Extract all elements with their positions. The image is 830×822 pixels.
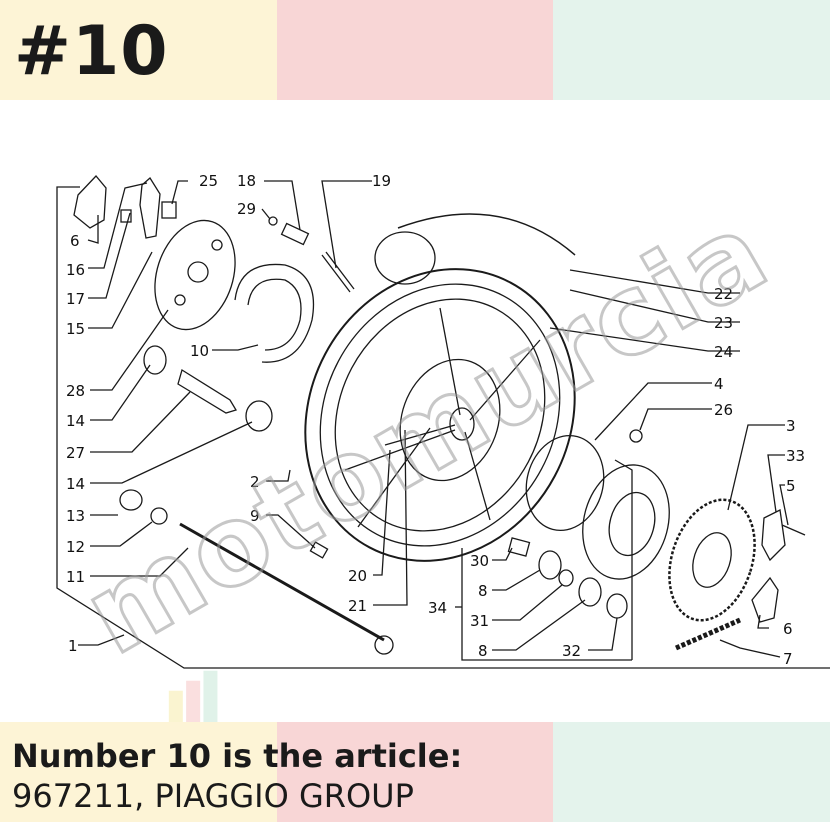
svg-text:19: 19 [372,172,391,190]
caption-line-2: 967211, PIAGGIO GROUP [12,777,414,815]
svg-text:14: 14 [66,475,85,493]
watermark-stripes [168,670,218,722]
svg-text:14: 14 [66,412,85,430]
caption-line-1: Number 10 is the article: [12,737,463,775]
svg-text:28: 28 [66,382,85,400]
svg-text:22: 22 [714,285,733,303]
svg-text:8: 8 [478,642,488,660]
svg-text:7: 7 [783,650,793,668]
svg-text:9: 9 [250,507,260,525]
top-band-mint [553,0,830,100]
top-band-yellow [0,0,277,100]
svg-text:1: 1 [68,637,78,655]
svg-text:5: 5 [786,477,796,495]
svg-text:33: 33 [786,447,805,465]
svg-text:18: 18 [237,172,256,190]
bottom-band-mint [553,722,830,822]
svg-text:32: 32 [562,642,581,660]
svg-text:16: 16 [66,261,85,279]
svg-text:13: 13 [66,507,85,525]
svg-text:6: 6 [783,620,793,638]
bottom-band-pink [277,722,553,822]
svg-text:21: 21 [348,597,367,615]
svg-text:20: 20 [348,567,367,585]
svg-text:12: 12 [66,538,85,556]
svg-text:29: 29 [237,200,256,218]
bottom-band-yellow [0,722,277,822]
svg-text:11: 11 [66,568,85,586]
top-band-pink [277,0,553,100]
svg-text:26: 26 [714,401,733,419]
svg-text:30: 30 [470,552,489,570]
exploded-wheel-diagram: 6 16 17 15 25 18 19 29 10 28 14 27 14 13… [56,172,830,722]
svg-text:10: 10 [190,342,209,360]
svg-text:27: 27 [66,444,85,462]
svg-text:2: 2 [250,473,260,491]
svg-text:17: 17 [66,290,85,308]
svg-text:8: 8 [478,582,488,600]
svg-text:4: 4 [714,375,724,393]
svg-text:23: 23 [714,314,733,332]
svg-text:3: 3 [786,417,796,435]
svg-text:25: 25 [199,172,218,190]
watermark-text: motomurcia [64,187,788,679]
svg-text:15: 15 [66,320,85,338]
article-number-tag: #10 [14,12,169,91]
svg-text:34: 34 [428,599,447,617]
svg-text:6: 6 [70,232,80,250]
svg-text:31: 31 [470,612,489,630]
svg-text:24: 24 [714,343,733,361]
